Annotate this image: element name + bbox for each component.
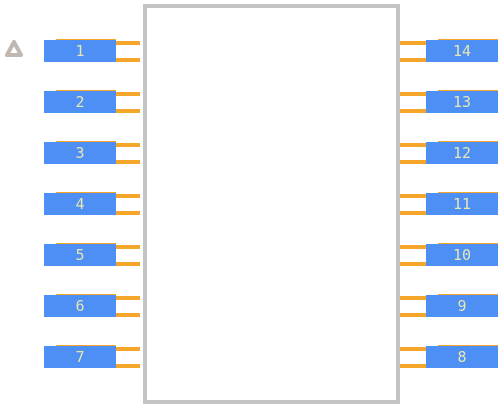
pad-13: [426, 91, 498, 113]
pin-lead-left-4-2: [116, 211, 140, 215]
pad-11: [426, 193, 498, 215]
pad-14: [426, 40, 498, 62]
pin-lead-left-5-2: [116, 262, 140, 266]
pin1-indicator-ring-shape: [5, 40, 23, 57]
pad-10: [426, 244, 498, 266]
pad-2: [44, 91, 116, 113]
pin-number-label: 7: [75, 348, 84, 366]
pad-6: [44, 295, 116, 317]
pin-lead-right-9-2: [400, 313, 426, 317]
pin-number-label: 1: [75, 42, 84, 60]
pin-lead-left-6-1: [116, 296, 140, 300]
pad-1: [44, 40, 116, 62]
pin-lead-left-7-1: [116, 347, 140, 351]
pin-lead-left-3-1: [116, 143, 140, 147]
pad-5: [44, 244, 116, 266]
pin-lead-right-11-2: [400, 211, 426, 215]
pin-lead-right-13-1: [400, 92, 426, 96]
pin-lead-right-12-2: [400, 160, 426, 164]
pad-9: [426, 295, 498, 317]
pin-lead-left-2-1: [116, 92, 140, 96]
pin-number-label: 12: [453, 144, 471, 162]
pin-number-label: 11: [453, 195, 471, 213]
pin-number-label: 2: [75, 93, 84, 111]
pin-number-label: 13: [453, 93, 471, 111]
pin-lead-left-7-2: [116, 364, 140, 368]
pin-lead-left-5-1: [116, 245, 140, 249]
pin-number-label: 14: [453, 42, 471, 60]
pad-7: [44, 346, 116, 368]
pin-number-label: 8: [457, 348, 466, 366]
pin-lead-right-8-2: [400, 364, 426, 368]
pin1-indicator-ring-icon: [5, 40, 23, 57]
pin-number-label: 9: [457, 297, 466, 315]
ic-body-outline: [143, 4, 400, 404]
pin-number-label: 6: [75, 297, 84, 315]
pin-number-label: 3: [75, 144, 84, 162]
pin-lead-left-3-2: [116, 160, 140, 164]
pin-number-label: 4: [75, 195, 84, 213]
pin-number-label: 10: [453, 246, 471, 264]
pin-lead-right-14-2: [400, 58, 426, 62]
pin-lead-right-8-1: [400, 347, 426, 351]
pin-lead-right-13-2: [400, 109, 426, 113]
pin-lead-left-2-2: [116, 109, 140, 113]
pin-lead-right-10-2: [400, 262, 426, 266]
pad-8: [426, 346, 498, 368]
pin-lead-right-11-1: [400, 194, 426, 198]
pin-lead-right-9-1: [400, 296, 426, 300]
pin-lead-left-1-2: [116, 58, 140, 62]
pad-4: [44, 193, 116, 215]
pin-lead-right-12-1: [400, 143, 426, 147]
pin-lead-right-14-1: [400, 41, 426, 45]
pad-12: [426, 142, 498, 164]
pin-lead-left-4-1: [116, 194, 140, 198]
pin-lead-left-6-2: [116, 313, 140, 317]
pin-lead-right-10-1: [400, 245, 426, 249]
pad-3: [44, 142, 116, 164]
pin-lead-left-1-1: [116, 41, 140, 45]
pin-number-label: 5: [75, 246, 84, 264]
